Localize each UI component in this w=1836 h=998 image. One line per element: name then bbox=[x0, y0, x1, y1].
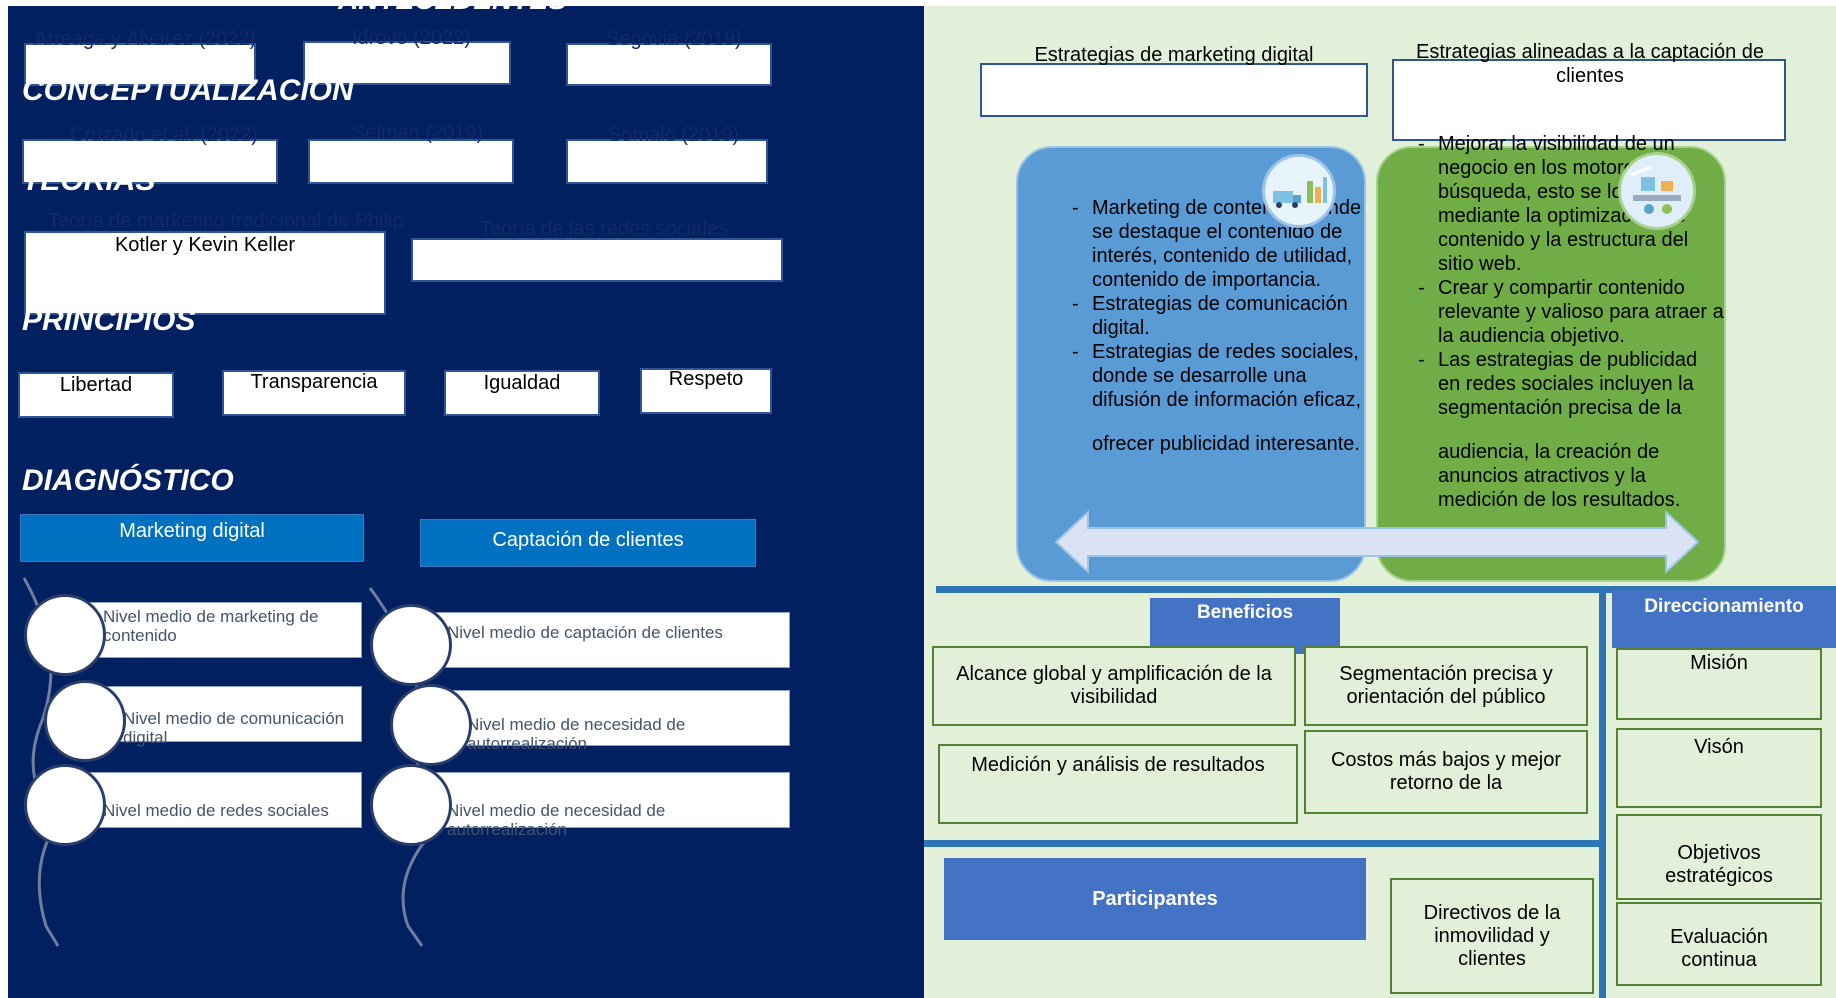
diag-captacion-clientes: Captación de clientes bbox=[420, 519, 756, 567]
left-panel: ANTECEDENTES Arreaga y Álvarez (2022) Id… bbox=[8, 6, 924, 998]
beneficio-costos: Costos más bajos y mejor retorno de la bbox=[1304, 730, 1588, 814]
diag-circle-6 bbox=[370, 764, 452, 846]
strat-title-2: Estrategias alineadas a la captación de … bbox=[1415, 41, 1764, 87]
conceptualizacion-header: CONCEPTUALIZACIÓN bbox=[22, 74, 354, 107]
principio-respeto: Respeto bbox=[668, 368, 744, 390]
principios-header: PRINCIPIOS bbox=[22, 304, 196, 337]
diag-bar-comunicacion-digital: Nivel medio de comunicación digital bbox=[100, 686, 362, 747]
beneficio-alcance-global: Alcance global y amplificación de la vis… bbox=[932, 646, 1296, 726]
marketing-strategy-item: Estrategias de redes sociales, donde se … bbox=[1072, 340, 1362, 412]
antecedente-label-3: Segovia (2019) bbox=[606, 28, 742, 50]
logistics-illustration-icon bbox=[1262, 154, 1336, 228]
double-arrow-icon bbox=[1054, 509, 1700, 575]
principio-box-3: Igualdad bbox=[444, 370, 600, 416]
beneficios-title: Beneficios bbox=[1150, 598, 1340, 654]
strat-title-1: Estrategias de marketing digital bbox=[1034, 44, 1314, 66]
diag-circle-3 bbox=[24, 764, 106, 846]
teoria-box-2 bbox=[411, 238, 783, 282]
principio-libertad: Libertad bbox=[59, 374, 133, 396]
teoria-1-line-1: Teoría de marketing tradicional de Phili… bbox=[48, 210, 404, 232]
direccionamiento-mision: Misión bbox=[1616, 648, 1822, 720]
concept-label-1: Cruzado et al. (2022) bbox=[70, 124, 258, 146]
diag-circle-4 bbox=[370, 604, 452, 686]
antecedente-label-2: Idrovo (2022) bbox=[352, 27, 471, 49]
diag-marketing-digital: Marketing digital bbox=[20, 514, 364, 562]
divider-vertical bbox=[1599, 589, 1606, 998]
principio-igualdad: Igualdad bbox=[483, 372, 561, 394]
right-panel: Estrategias de marketing digital Estrate… bbox=[924, 6, 1836, 998]
diag-bar-captacion-clientes: Nivel medio de captación de clientes bbox=[426, 612, 790, 668]
teoria-2-label: Teoría de las redes sociales bbox=[480, 218, 728, 240]
captacion-strategies-tail: audiencia, la creación de anuncios atrac… bbox=[1438, 441, 1681, 511]
antecedente-box-2 bbox=[303, 41, 511, 85]
captacion-strategy-item: Crear y compartir contenido relevante y … bbox=[1418, 276, 1724, 348]
antecedentes-cut-title: ANTECEDENTES bbox=[338, 6, 567, 16]
concept-box-3 bbox=[566, 139, 768, 184]
antecedente-label-1: Arreaga y Álvarez (2022) bbox=[34, 28, 257, 50]
diag-circle-5 bbox=[390, 684, 472, 766]
participantes-title: Participantes bbox=[944, 858, 1366, 940]
diag-circle-2 bbox=[44, 680, 126, 762]
diagnostico-header: DIAGNÓSTICO bbox=[22, 464, 234, 497]
antecedente-box-3 bbox=[566, 43, 772, 86]
participantes-value: Directivos de la inmovilidad y clientes bbox=[1390, 878, 1594, 994]
marketing-strategies-tail: ofrecer publicidad interesante. bbox=[1092, 433, 1360, 455]
divider-middle bbox=[924, 840, 1599, 847]
principio-box-4: Respeto bbox=[640, 368, 772, 414]
direccionamiento-objetivos: Objetivos estratégicos bbox=[1616, 814, 1822, 900]
office-illustration-icon bbox=[1618, 152, 1696, 230]
diag-bar-autorrealizacion-1: Nivel medio de necesidad de autorrealiza… bbox=[446, 690, 790, 753]
direccionamiento-evaluacion: Evaluación continua bbox=[1616, 902, 1822, 986]
captacion-strategy-item: Las estrategias de publicidad en redes s… bbox=[1418, 348, 1724, 420]
concept-box-1 bbox=[22, 139, 278, 184]
teoria-1-line-2: Kotler y Kevin Keller bbox=[114, 234, 296, 256]
divider-top bbox=[936, 586, 1836, 593]
direccionamiento-vision: Visón bbox=[1616, 728, 1822, 808]
diag-bar-redes-sociales: Nivel medio de redes sociales bbox=[80, 772, 362, 828]
marketing-strategy-item: Estrategias de comunicación digital. bbox=[1072, 292, 1362, 340]
beneficio-segmentacion: Segmentación precisa y orientación del p… bbox=[1304, 646, 1588, 726]
principio-box-1: Libertad bbox=[18, 372, 174, 418]
teoria-box-1 bbox=[24, 231, 386, 315]
diag-bar-marketing-contenido: Nivel medio de marketing de contenido bbox=[80, 602, 362, 658]
teorias-header: TEORÍAS bbox=[22, 164, 156, 197]
concept-label-2: Selman (2019) bbox=[352, 122, 484, 144]
principio-box-2: Transparencia bbox=[222, 370, 406, 416]
direccionamiento-title: Direccionamiento bbox=[1612, 590, 1836, 648]
antecedente-box-1 bbox=[24, 43, 256, 86]
strat-title-box-1 bbox=[980, 63, 1368, 117]
concept-box-2 bbox=[308, 139, 514, 184]
marketing-strategies-list: Marketing de contenido donde se destaque… bbox=[1070, 196, 1362, 412]
principio-transparencia: Transparencia bbox=[250, 371, 378, 393]
strat-title-box-2 bbox=[1392, 59, 1786, 141]
beneficio-medicion: Medición y análisis de resultados bbox=[938, 744, 1298, 824]
concept-label-3: Somalo (2019) bbox=[608, 124, 740, 146]
diag-circle-1 bbox=[24, 594, 106, 676]
diag-bar-autorrealizacion-2: Nivel medio de necesidad de autorrealiza… bbox=[426, 772, 790, 839]
